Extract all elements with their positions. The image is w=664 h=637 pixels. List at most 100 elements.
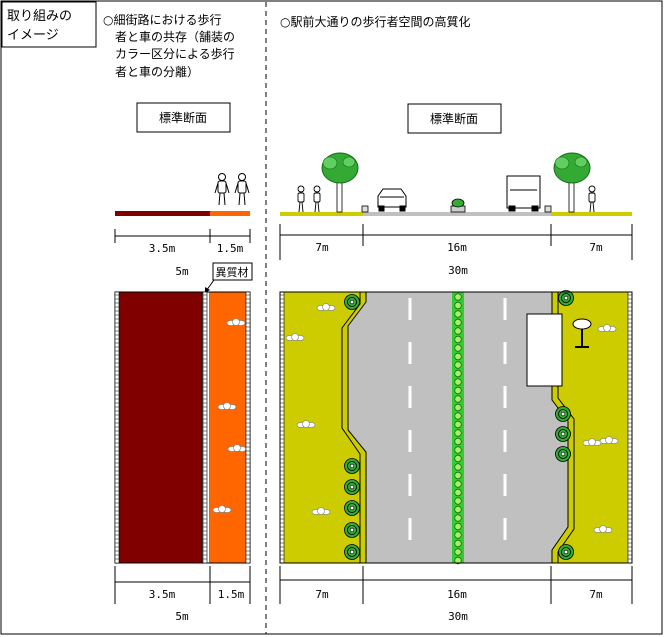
bus-stop-sign-icon [572,318,592,348]
left-section-label-box [136,102,231,133]
curb-icon [544,205,552,213]
lane-dash [408,298,412,320]
plan-tree-core [560,411,566,417]
right-section-road [363,212,551,216]
flower-petal [603,324,611,332]
flower-petal [322,303,330,311]
edge-strip [114,291,120,564]
lane-dash [408,430,412,452]
left-heading-line-3: カラー区分による歩行 [115,46,235,61]
plan-tree-core [560,431,566,437]
title-line-2: イメージ [7,28,59,43]
flower-petal [588,438,596,446]
left-section-road-band [115,211,210,216]
median-plant-mark [454,318,462,327]
median-plant-mark [454,412,462,420]
lane-dash [503,518,507,540]
left-plan-road [115,292,202,563]
lane-dash [408,474,412,496]
right-top-dimension [279,224,633,260]
plan-trees [344,290,574,560]
left-bottom-dim-walkway: 1.5m [218,588,245,601]
left-bottom-dimension [114,566,251,604]
median-plant-mark [454,446,462,454]
median-plant-mark [454,310,462,318]
flower-petal [291,333,299,341]
plan-tree-ring [561,547,571,557]
right-dim-sidewalk-right: 7m [589,241,603,254]
plan-tree-core [349,463,355,469]
flower-petal [233,444,241,452]
plan-tree-core [349,505,355,511]
flower-petal [302,420,310,428]
left-plan-walkway [210,292,250,563]
flower-petal [599,525,607,533]
plan-tree-ring [347,297,357,307]
lane-dash [408,518,412,540]
lane-dash [408,386,412,408]
right-dim-total: 30m [448,264,468,277]
right-bottom-dimension [279,566,633,604]
median-plant-mark [454,488,462,497]
left-heading-line-2: 者と車の共存（舗装の [115,30,235,44]
left-top-dimension [114,229,251,243]
plan-tree-ring [558,449,568,459]
left-bottom-dim-total: 5m [175,610,189,623]
right-bottom-dim-sidewalk-left: 7m [315,588,329,601]
right-cross-section [280,152,632,216]
plan-tree-core [349,484,355,490]
median-plant-mark [454,556,462,565]
right-bottom-dim-road: 16m [447,588,467,601]
plan-tree-ring [347,525,357,535]
median-plant-mark [454,505,462,514]
title-line-1: 取り組みの [7,9,72,24]
plan-tree-core [349,299,355,305]
edge-strip [279,291,285,564]
right-section-label: 標準断面 [430,111,478,126]
lane-dash [503,430,507,452]
flower-petal [605,436,613,444]
median-plant-mark [454,344,462,352]
bus-plan-icon [526,313,563,387]
flower-petal [232,318,240,326]
median-plant-mark [454,327,462,335]
median-plants [454,293,462,565]
plan-tree-core [349,549,355,555]
lane-dash [503,474,507,496]
left-curb-outer [341,292,361,563]
plan-tree-ring [558,429,568,439]
left-dim-walkway: 1.5m [217,242,244,255]
median-plant-mark [454,463,462,471]
right-section-sidewalk-left [280,212,363,216]
left-section-label: 標準断面 [159,110,207,125]
left-dim-total: 5m [175,265,189,278]
left-bottom-dim-road: 3.5m [149,588,176,601]
right-plan-view [279,290,633,565]
median-plant-mark [454,420,462,429]
lane-dash [503,298,507,320]
lane-dash [503,342,507,364]
median-plant-mark [454,352,462,361]
right-heading: ○駅前大通りの歩行者空間の高質化 [280,14,470,29]
pedestrian-icon [234,173,250,206]
flower-petal [317,507,325,515]
bus-icon [506,175,541,212]
median-plant-mark [454,293,462,301]
edge-strip [627,291,633,564]
flower-petal [218,505,226,513]
pedestrian-icon [297,185,305,213]
lane-dash [503,386,507,408]
median-plant-mark [454,531,462,539]
edge-strip [245,291,251,564]
median-plant-mark [454,369,462,378]
plan-tree-ring [558,409,568,419]
pedestrian-icon [588,185,596,213]
right-dim-sidewalk-left: 7m [315,241,329,254]
plan-tree-core [349,527,355,533]
left-dim-road: 3.5m [149,242,176,255]
median-plant-mark [454,386,462,395]
median-plant-mark [454,395,462,403]
plan-tree-ring [561,293,571,303]
